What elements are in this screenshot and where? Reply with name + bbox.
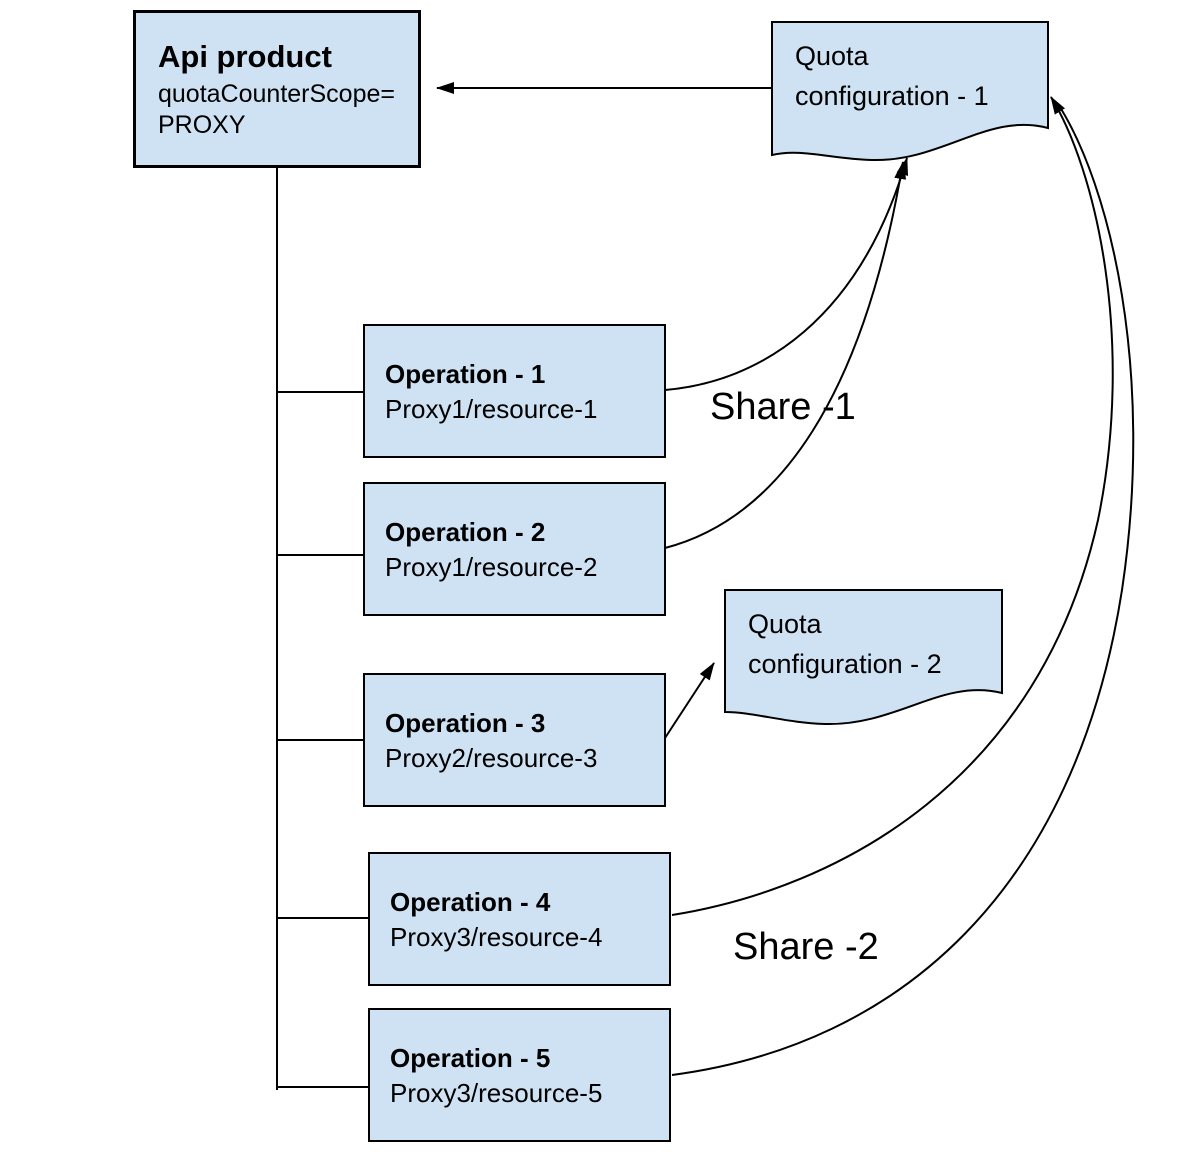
operation-5-resource: Proxy3/resource-5 (390, 1078, 603, 1108)
connector-operation1-to-quota1 (664, 157, 909, 391)
quota-configuration-2-line2: configuration - 2 (748, 649, 942, 679)
api-product-attribute-line2: PROXY (158, 110, 246, 139)
operation-1-title: Operation - 1 (385, 359, 546, 389)
api-product-node: Api product quotaCounterScope= PROXY (133, 10, 421, 168)
connector-operation5-to-quota1 (671, 103, 1135, 1076)
operation-2-resource: Proxy1/resource-2 (385, 552, 598, 582)
connector-operation4-to-quota1 (671, 96, 1114, 916)
operation-3-resource: Proxy2/resource-3 (385, 743, 598, 773)
connector-operation2-to-quota1 (664, 161, 907, 549)
quota-configuration-1-node (771, 21, 1049, 162)
quota-configuration-1-line1: Quota (795, 41, 869, 71)
operation-2-title: Operation - 2 (385, 517, 546, 547)
quota-configuration-2-node (724, 589, 1003, 726)
quota-configuration-2-line1: Quota (748, 609, 822, 639)
arrow-operation3-to-quota2 (664, 662, 715, 739)
operation-4-node: Operation - 4 Proxy3/resource-4 (368, 852, 671, 986)
operation-3-title: Operation - 3 (385, 708, 546, 738)
operation-1-node: Operation - 1 Proxy1/resource-1 (363, 324, 666, 458)
operation-5-title: Operation - 5 (390, 1043, 551, 1073)
operation-4-title: Operation - 4 (390, 887, 551, 917)
connector-api-product-trunk (276, 168, 368, 1090)
share-1-label: Share -1 (710, 386, 856, 428)
quota-configuration-1-line2: configuration - 1 (795, 81, 989, 111)
share-2-label: Share -2 (733, 926, 879, 968)
api-product-attribute-line1: quotaCounterScope= (158, 79, 395, 108)
operation-1-resource: Proxy1/resource-1 (385, 394, 598, 424)
operation-2-node: Operation - 2 Proxy1/resource-2 (363, 482, 666, 616)
api-product-title: Api product (158, 38, 332, 74)
operation-4-resource: Proxy3/resource-4 (390, 922, 603, 952)
operation-3-node: Operation - 3 Proxy2/resource-3 (363, 673, 666, 807)
operation-5-node: Operation - 5 Proxy3/resource-5 (368, 1008, 671, 1142)
quota-configuration-1-label: Quota configuration - 1 (795, 36, 989, 116)
quota-configuration-2-label: Quota configuration - 2 (748, 604, 942, 684)
